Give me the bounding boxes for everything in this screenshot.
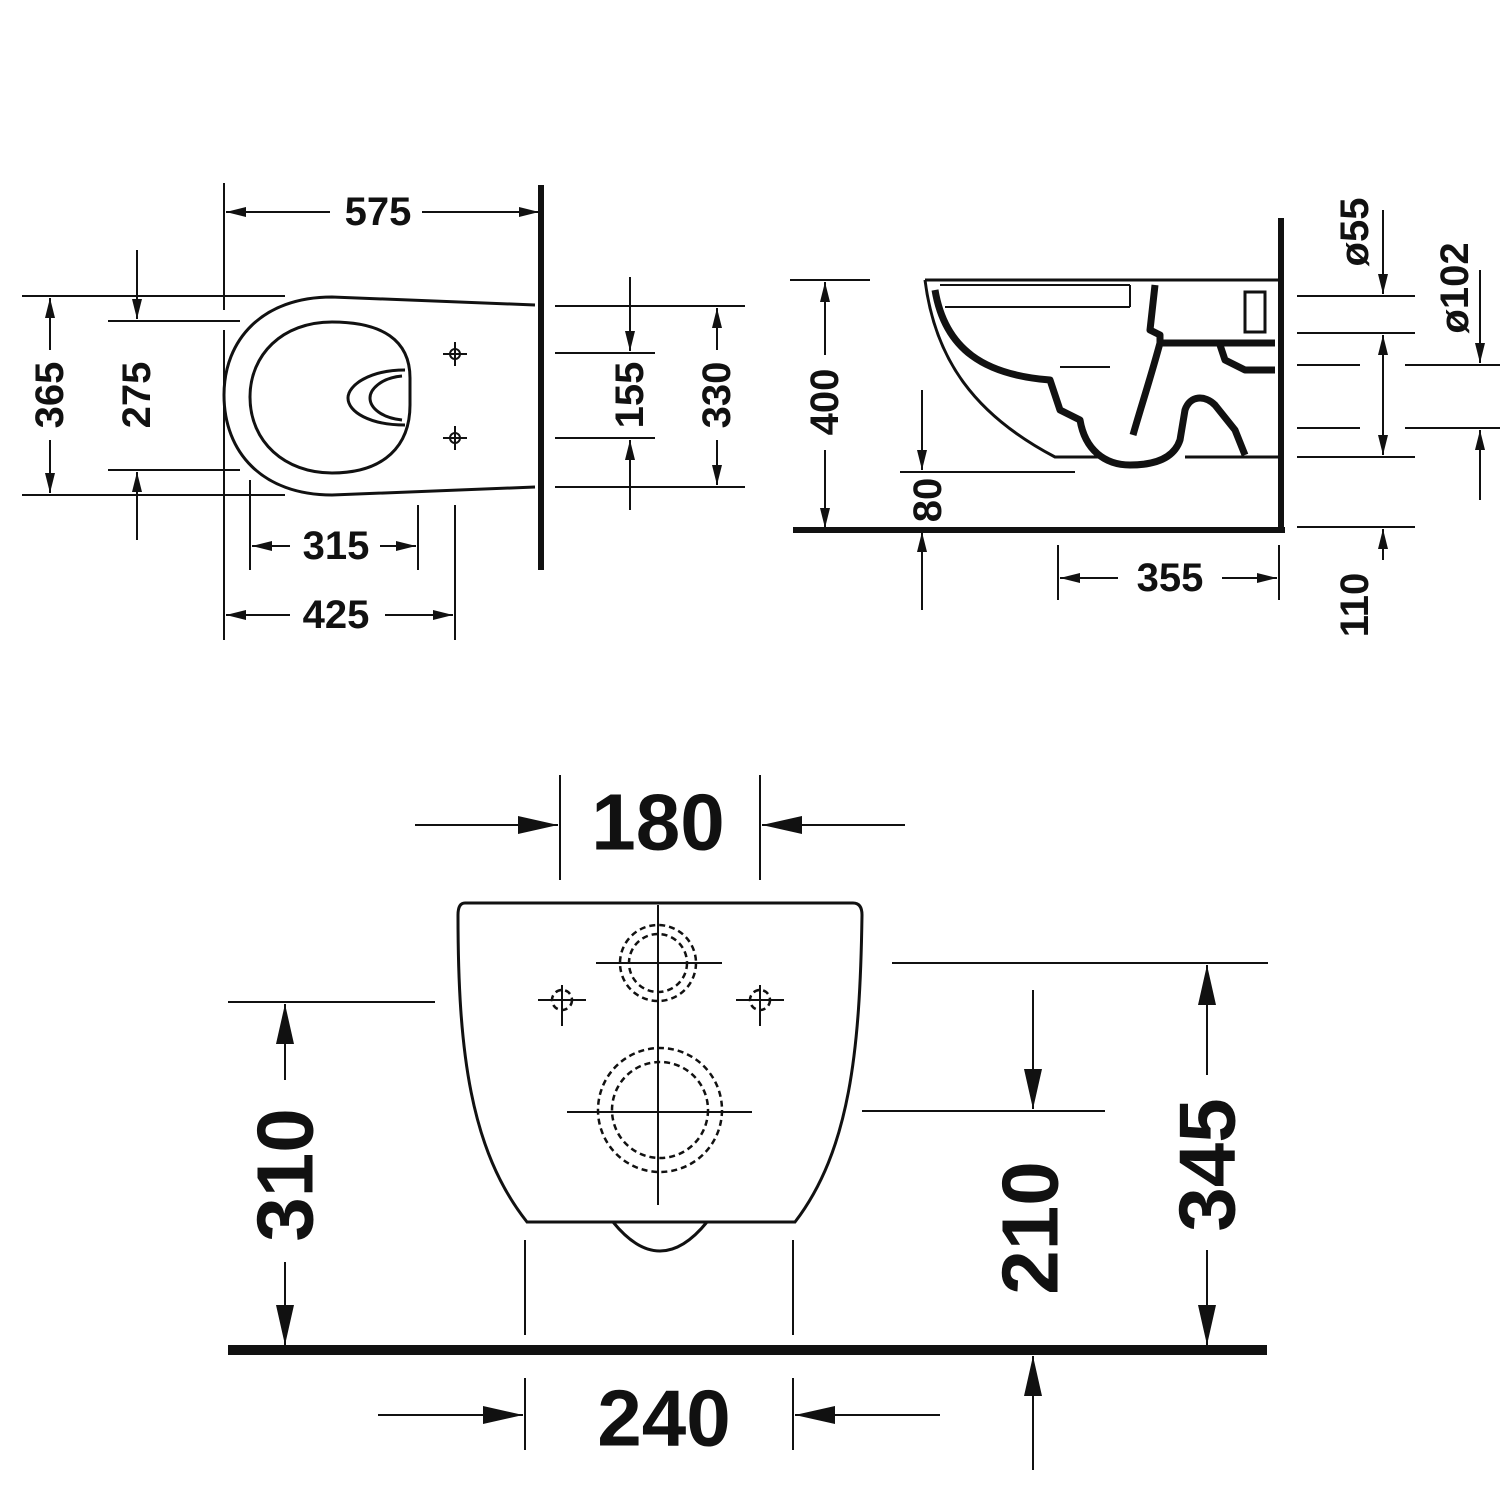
dim-365: 365 (28, 362, 72, 429)
seat-opening (248, 320, 412, 475)
top-view: 575 365 275 155 330 315 425 (22, 183, 745, 640)
dim-275: 275 (115, 362, 159, 429)
trapway (1129, 284, 1275, 436)
extension-lines (790, 279, 1500, 600)
side-view: 400 80 355 110 ø55 ø102 (790, 198, 1500, 638)
dim-330: 330 (695, 362, 739, 429)
dim-355: 355 (1137, 556, 1204, 600)
dim-315: 315 (303, 524, 370, 568)
outlet-hole-icon (567, 1046, 752, 1174)
fixing-hole-icon (443, 342, 467, 450)
dim-110: 110 (1333, 573, 1377, 638)
bolt-hole-icon (538, 985, 784, 1026)
dim-155: 155 (608, 362, 652, 429)
dim-240: 240 (597, 1374, 730, 1463)
bowl-inner (931, 289, 1249, 469)
dim-575: 575 (345, 190, 412, 234)
extension-lines (22, 183, 745, 640)
bowl-outline (222, 295, 536, 497)
flush-rim (346, 368, 406, 427)
rear-view: 180 310 210 345 240 (228, 775, 1268, 1470)
dim-o55: ø55 (1333, 198, 1377, 267)
bowl-section (923, 278, 1281, 459)
dim-o102: ø102 (1433, 242, 1477, 333)
dim-345: 345 (1163, 1098, 1252, 1231)
outlet-bottom (611, 1221, 709, 1253)
dim-400: 400 (803, 369, 847, 436)
back-plate (456, 901, 864, 1224)
extension-lines (228, 775, 1268, 1450)
inlet-spigot (1243, 290, 1267, 334)
dim-210: 210 (986, 1161, 1075, 1294)
dim-310: 310 (241, 1108, 330, 1241)
dim-180: 180 (591, 778, 724, 867)
dim-425: 425 (303, 593, 370, 637)
dim-80: 80 (906, 478, 950, 523)
